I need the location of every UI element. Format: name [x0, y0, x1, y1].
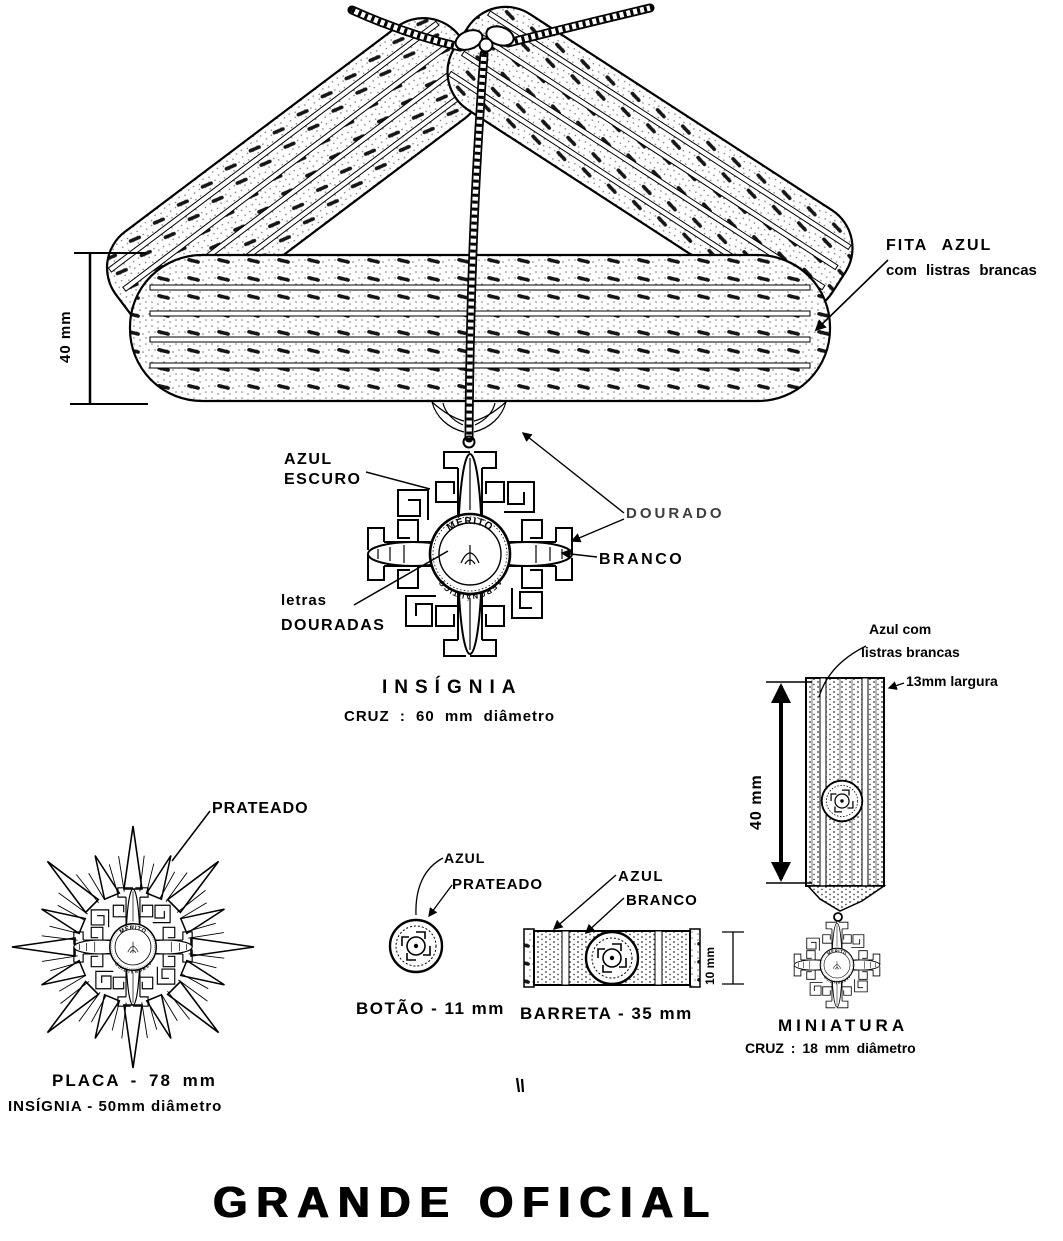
label-fita-azul: FITA AZUL com listras brancas: [886, 236, 1037, 281]
label-azul-escuro: AZUL ESCURO: [284, 450, 361, 490]
placa-drawing: [9, 823, 257, 1071]
label-letras-line1: letras: [281, 592, 328, 609]
dimension-10mm-barreta: [722, 931, 744, 985]
leader-lines: [171, 259, 905, 934]
leader-azul-escuro: [365, 471, 431, 490]
label-fita-azul-line2: com listras brancas: [886, 262, 1037, 279]
leader-azul-botao: [415, 857, 444, 916]
grade-title: GRANDE OFICIAL: [213, 1178, 718, 1227]
leader-branco: [560, 549, 598, 559]
label-letras-line2: DOURADAS: [281, 616, 386, 634]
botao-drawing: [388, 918, 444, 974]
insignia-cross-drawing: [366, 450, 574, 658]
label-prateado-botao: PRATEADO: [452, 876, 544, 893]
botao-caption: BOTÃO - 11 mm: [356, 999, 505, 1018]
label-miniatura-ribbon-line2: listras brancas: [861, 643, 960, 660]
leader-prateado-placa: [171, 810, 211, 862]
leader-letras-douradas: [353, 550, 449, 606]
collar-right-band: [446, 5, 854, 315]
barreta-drawing: [523, 928, 701, 988]
label-miniatura-ribbon-line1: Azul com: [869, 621, 932, 637]
leader-branco-barreta: [584, 897, 625, 934]
insignia-caption: CRUZ : 60 mm diâmetro: [344, 708, 556, 725]
leader-fita-azul: [814, 259, 889, 332]
label-dimension-10mm-barreta: 10 mm: [703, 946, 717, 985]
label-azul-barreta: AZUL: [618, 868, 664, 885]
placa-caption-line2: INSÍGNIA - 50mm diâmetro: [8, 1098, 223, 1115]
leader-largura: [887, 681, 905, 690]
collar-front-band: [128, 253, 832, 403]
dimension-40mm-collar: [70, 252, 148, 405]
label-azul-escuro-line2: ESCURO: [284, 471, 362, 488]
label-largura-13mm: 13mm largura: [906, 673, 998, 689]
insignia-title: INSÍGNIA: [382, 677, 523, 698]
leader-dourado-2: [570, 518, 625, 543]
label-dimension-40mm-collar: 40 mm: [57, 310, 74, 363]
miniatura-title: MINIATURA: [778, 1016, 909, 1035]
label-prateado-placa: PRATEADO: [212, 800, 309, 817]
label-dourado: DOURADO: [626, 505, 725, 522]
barreta-caption: BARRETA - 35 mm: [520, 1004, 693, 1023]
label-fita-azul-line1: FITA AZUL: [886, 237, 993, 254]
suspension-wings-drawing: [430, 400, 508, 449]
label-azul-escuro-line1: AZUL: [284, 451, 333, 468]
miniatura-drawing: [793, 677, 887, 1009]
label-branco-barreta: BRANCO: [626, 892, 698, 909]
leader-azul-barreta: [552, 874, 617, 930]
cord-bow: [454, 25, 515, 53]
label-azul-botao: AZUL: [444, 850, 486, 866]
label-miniatura-ribbon: Azul com listras brancas: [861, 621, 960, 661]
label-letras-douradas: letras DOURADAS: [281, 592, 385, 636]
collar-ribbon-drawing: [105, 5, 854, 403]
label-dimension-40mm-miniatura: 40 mm: [748, 774, 765, 830]
scan-artifact: [515, 1077, 525, 1093]
dimension-40mm-miniatura: [766, 681, 812, 884]
leader-prateado-botao: [428, 884, 453, 918]
placa-caption-line1: PLACA - 78 mm: [52, 1071, 217, 1090]
leader-dourado-1: [521, 432, 625, 514]
leader-azul-miniatura: [818, 645, 867, 698]
miniatura-caption: CRUZ : 18 mm diâmetro: [745, 1040, 916, 1056]
label-branco: BRANCO: [599, 551, 685, 568]
dimension-lines: [70, 252, 812, 985]
cord-drawing: [347, 3, 655, 443]
